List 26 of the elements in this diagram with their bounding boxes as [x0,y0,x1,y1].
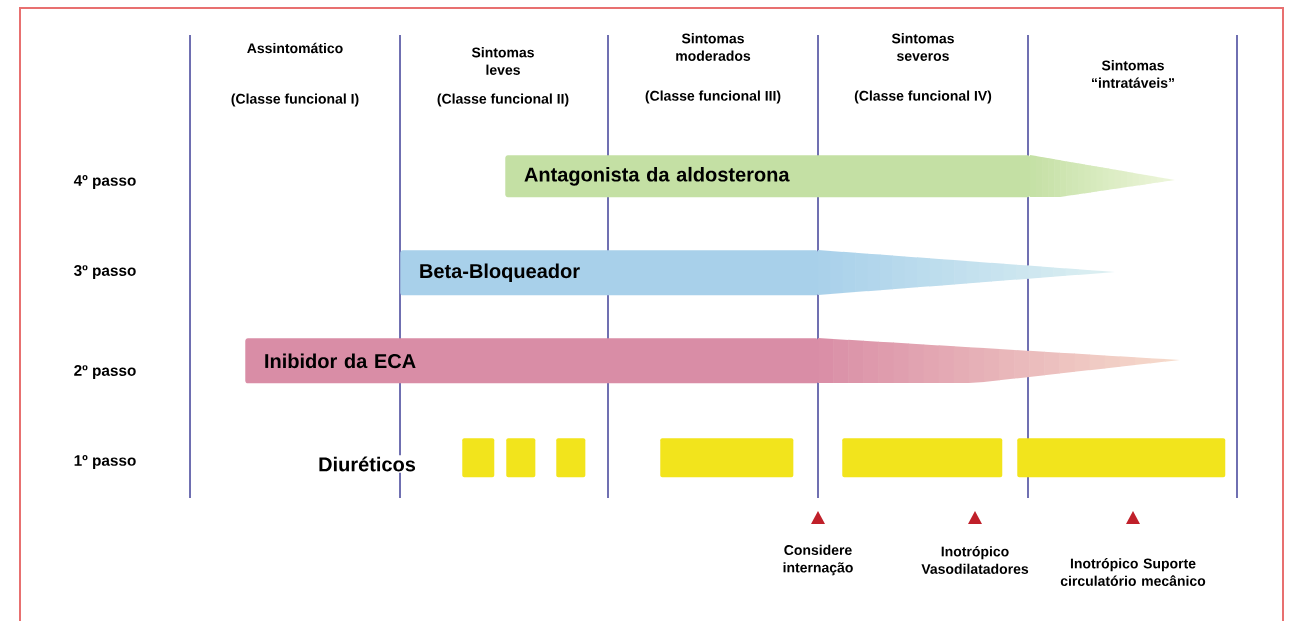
column-header: (Classe funcional II) [437,93,569,107]
bar [842,438,1003,478]
bar [506,438,536,478]
column-header: (Classe funcional III) [645,90,781,104]
column-header: (Classe funcional IV) [854,90,992,104]
bar [462,438,495,478]
step-label: 1º passo [74,455,136,469]
note-text: Inotrópico Suporte circulatório mecânico [1060,558,1206,586]
column-header: Sintomas moderados [676,33,751,61]
column-header: Assintomático [247,42,343,54]
bar [556,438,586,478]
step-label: 2º passo [74,365,136,379]
column-header: (Classe funcional I) [231,93,359,107]
bar [660,438,794,478]
arrow-band: Inibidor da ECA [245,338,1180,384]
column-header: Sintomas leves [471,47,534,75]
column-header: Sintomas “intratáveis” [1092,60,1174,88]
column-header: Sintomas severos [891,33,954,61]
arrow-band: Beta-Bloqueador [400,250,1115,296]
note-text: Inotrópico Vasodilatadores [921,546,1029,574]
arrow-band: Antagonista da aldosterona [505,155,1175,198]
step-label: 4º passo [73,175,136,189]
step-label: 3º passo [74,265,136,279]
bar [1017,438,1226,478]
note-text: Considere internação [783,544,853,576]
drug-label: Diuréticos [316,455,418,473]
